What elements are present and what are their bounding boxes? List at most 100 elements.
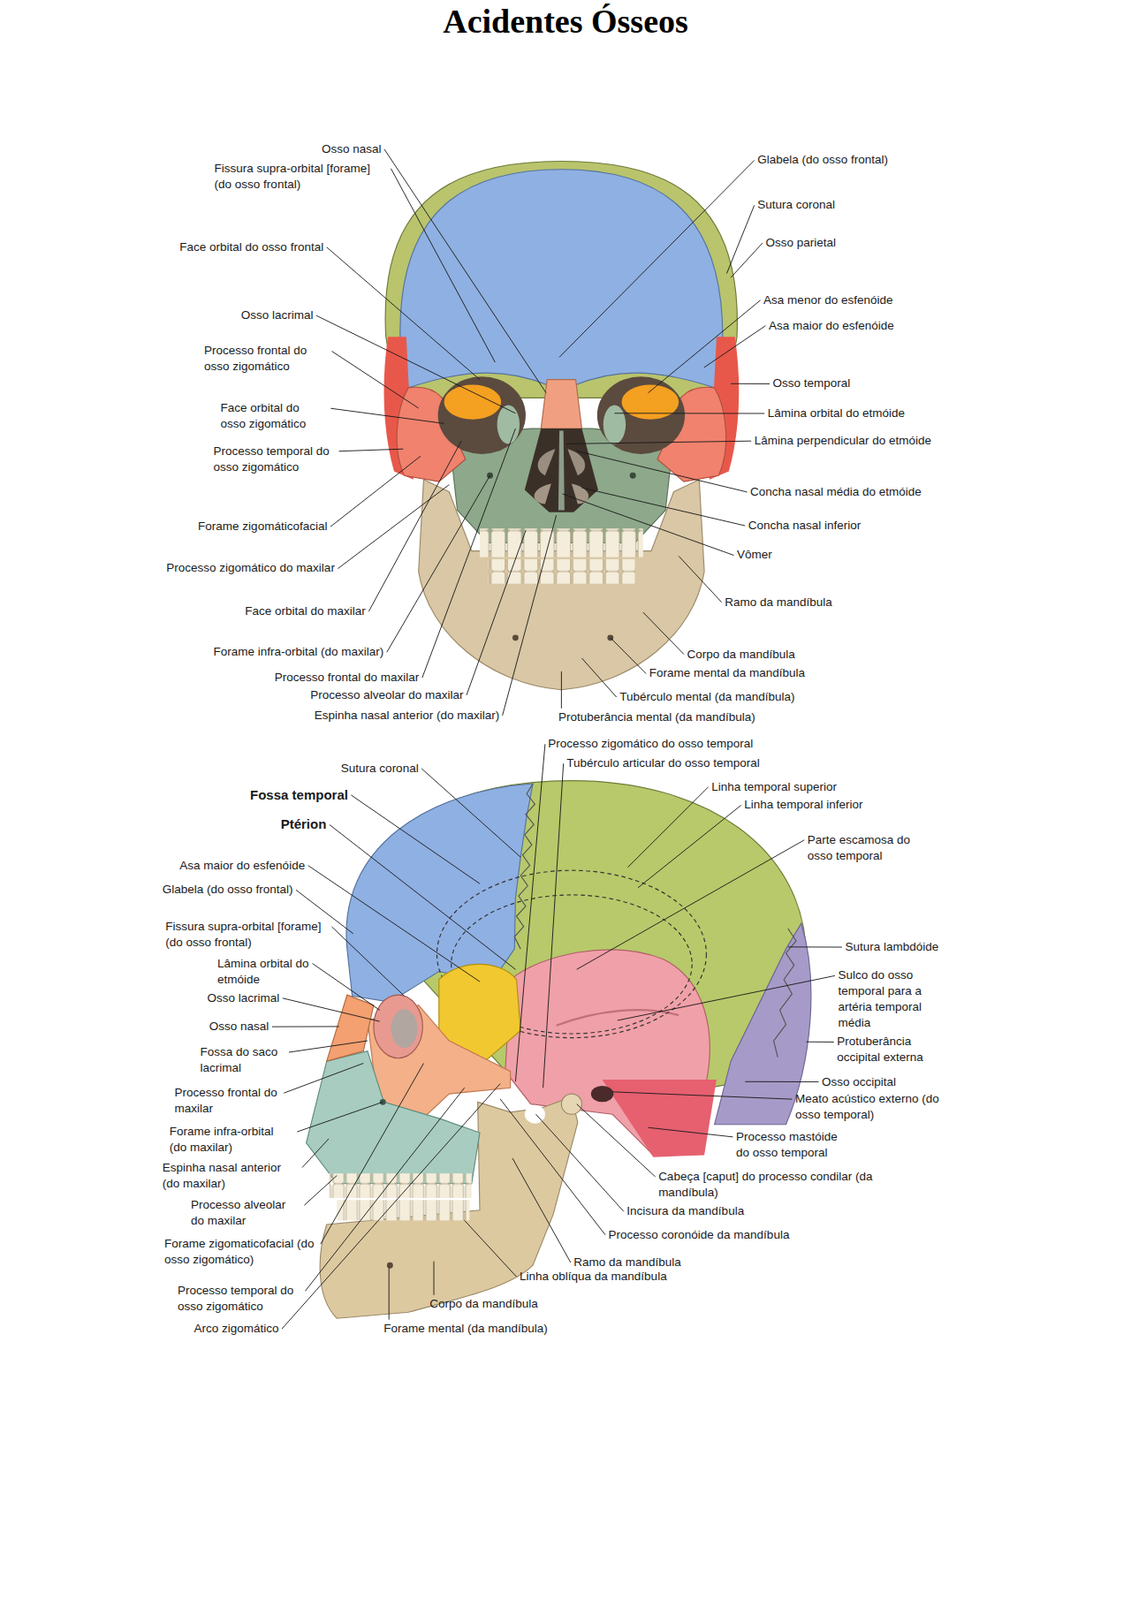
part-label: Meato acústico externo (do osso temporal… <box>795 1091 944 1124</box>
upper-teeth <box>479 528 644 557</box>
ethmoid-plate <box>497 405 520 445</box>
leader-line <box>576 1104 656 1177</box>
leader-line <box>730 383 770 385</box>
part-label: Ramo da mandíbula <box>573 1254 682 1271</box>
leader-line <box>326 247 480 380</box>
leader-line <box>744 1081 819 1083</box>
leader-line <box>288 1040 368 1053</box>
part-label: Fossa temporal <box>250 787 349 804</box>
lower-teeth <box>487 559 635 585</box>
part-label: Linha oblíqua da mandíbula <box>519 1268 668 1285</box>
temporal-groove <box>556 1009 680 1026</box>
leader-line <box>320 1062 425 1245</box>
part-label: Forame infra-orbital (do maxilar) <box>212 644 384 661</box>
leader-line <box>559 160 755 358</box>
part-label: Sutura lambdóide <box>845 939 940 956</box>
part-label: Lâmina orbital do etmóide <box>767 405 905 422</box>
part-label: Lâmina perpendicular do etmóide <box>754 432 932 449</box>
leader-line <box>566 440 752 444</box>
sphenoid-wing <box>622 384 680 419</box>
part-label: Fossa do saco lacrimal <box>199 1044 286 1077</box>
nasal-bone <box>326 994 374 1062</box>
page-title: Acidentes Ósseos <box>0 1 1131 41</box>
mastoid-process <box>602 1079 717 1158</box>
leader-line <box>617 975 835 1021</box>
upper-teeth <box>328 1173 472 1199</box>
leader-line <box>304 1087 464 1291</box>
part-label: Face orbital do osso zigomático <box>220 400 328 433</box>
nasal-concha <box>534 483 552 504</box>
leader-line <box>281 1084 501 1329</box>
leader-line <box>730 242 763 278</box>
part-label: Corpo da mandíbula <box>429 1296 538 1313</box>
part-label: Processo frontal do maxilar <box>274 669 420 686</box>
leader-line <box>512 1158 571 1263</box>
part-label: Processo frontal do maxilar <box>174 1085 281 1117</box>
nasal-concha <box>571 483 589 504</box>
leader-line <box>282 998 380 1022</box>
part-label: Forame mental da mandíbula <box>649 665 805 682</box>
part-label: Osso parietal <box>765 235 836 251</box>
leader-line <box>806 1041 835 1043</box>
part-label: Processo frontal do osso zigomático <box>204 342 329 375</box>
leader-line <box>643 612 684 655</box>
part-label: Concha nasal média do etmóide <box>750 484 922 501</box>
part-label: Face orbital do maxilar <box>244 603 366 620</box>
part-label: Processo zigomático do osso temporal <box>547 736 753 752</box>
leader-line <box>272 1025 340 1027</box>
part-label: Fissura supra-orbital [forame] (do osso … <box>165 918 329 951</box>
part-label: Fissura supra-orbital [forame] (do osso … <box>214 160 388 193</box>
nasal-concha <box>567 448 585 476</box>
leader-line <box>678 555 722 602</box>
part-label: Osso lacrimal <box>207 990 281 1007</box>
leader-line <box>500 1099 606 1236</box>
part-label: Forame mental (da mandíbula) <box>383 1320 547 1337</box>
nasal-septum <box>558 430 565 510</box>
leader-line <box>422 428 517 678</box>
part-label: Vômer <box>736 546 773 563</box>
part-label: Cabeça [caput] do processo condilar (da … <box>658 1168 883 1201</box>
lower-teeth <box>336 1199 470 1221</box>
leader-line <box>316 315 516 414</box>
leader-line <box>788 946 843 948</box>
leader-line <box>581 658 616 698</box>
leader-line <box>303 1176 337 1207</box>
part-label: Tubérculo articular do osso temporal <box>566 755 760 772</box>
part-label: Sutura coronal <box>757 197 835 213</box>
part-label: Processo alveolar do maxilar <box>190 1197 302 1230</box>
leader-line <box>515 743 545 1082</box>
mental-foramen <box>387 1262 394 1269</box>
part-label: Parte escamosa do osso temporal <box>807 832 920 865</box>
part-label: Linha temporal inferior <box>743 797 863 813</box>
part-label: Linha temporal superior <box>711 779 837 796</box>
leader-line <box>648 1127 734 1138</box>
leader-line <box>726 204 754 274</box>
part-label: Osso nasal <box>209 1018 270 1035</box>
orbit <box>373 994 423 1059</box>
part-label: Espinha nasal anterior (do maxilar) <box>162 1160 300 1192</box>
leader-line <box>350 795 480 884</box>
part-label: Osso lacrimal <box>241 307 314 324</box>
leader-line <box>312 964 380 1011</box>
leader-line <box>368 440 462 612</box>
part-label: Forame zigomaticofacial (do osso zigomát… <box>164 1236 318 1268</box>
leader-line <box>330 408 444 424</box>
part-label: Face orbital do osso frontal <box>179 239 324 256</box>
part-label: Processo zigomático do maxilar <box>166 560 335 577</box>
leader-line <box>612 1092 792 1100</box>
part-label: Sulco do osso temporal para a artéria te… <box>837 967 936 1032</box>
leader-line <box>332 351 419 409</box>
leader-line <box>648 300 761 394</box>
part-label: Arco zigomático <box>193 1320 279 1337</box>
leader-line <box>543 763 564 1088</box>
leader-line <box>329 824 517 970</box>
ethmoid-plate <box>603 405 626 445</box>
orbit <box>438 376 526 455</box>
nasal-concha <box>538 448 556 476</box>
part-label: Espinha nasal anterior (do maxilar) <box>314 707 500 724</box>
leader-line <box>421 768 521 858</box>
leader-line <box>387 475 491 653</box>
condylar-process <box>561 1093 582 1115</box>
